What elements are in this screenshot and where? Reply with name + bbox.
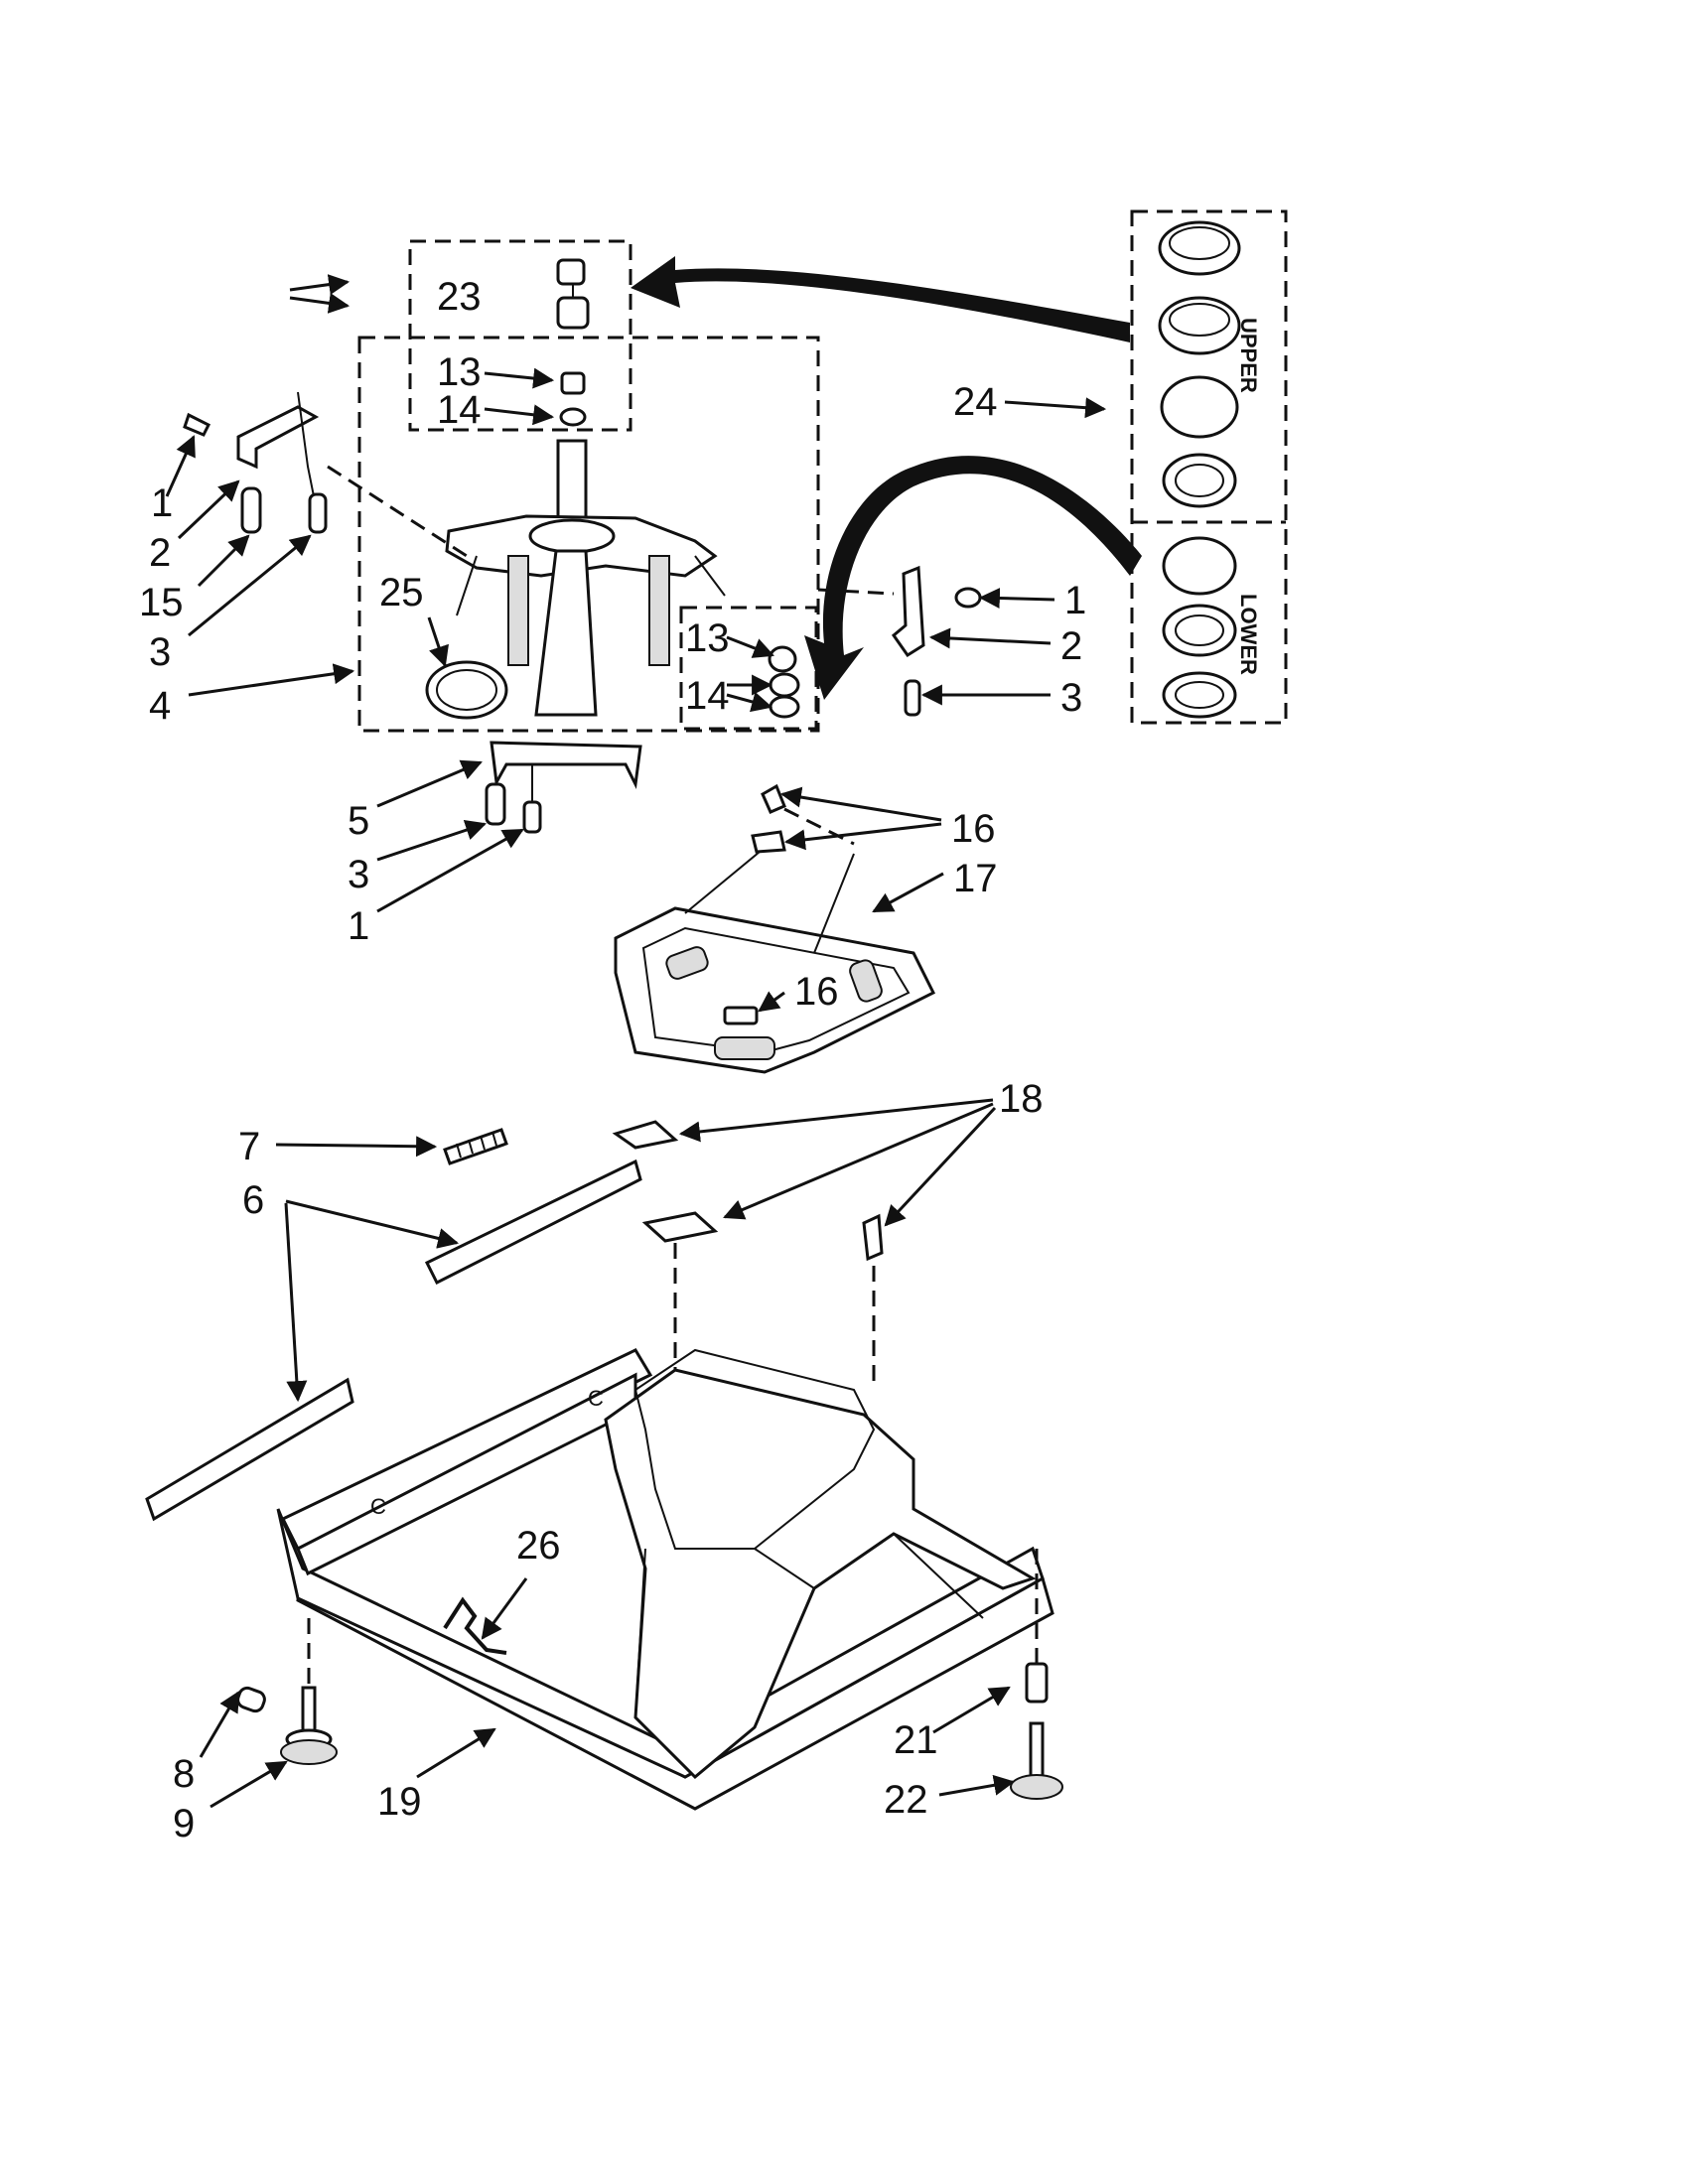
callout-14-upper: 14: [437, 388, 482, 432]
callout-3-lower: 3: [348, 853, 369, 896]
callout-5: 5: [348, 799, 369, 843]
callout-18: 18: [999, 1077, 1044, 1121]
tub-bumper-18a: [612, 1120, 679, 1150]
bracket-6-upper: [424, 1159, 642, 1286]
gearcase-assembly: [445, 439, 726, 717]
upper-bearing-stack: [556, 258, 590, 427]
callout-16-upper: 16: [951, 807, 996, 851]
lower-label: LOWER: [1236, 594, 1261, 675]
callout-17: 17: [953, 857, 998, 900]
callout-2-right: 2: [1060, 624, 1082, 668]
lower-bearing-box: [679, 606, 818, 731]
callout-1-right: 1: [1064, 579, 1086, 622]
callout-22: 22: [884, 1778, 928, 1822]
frame-letter-c-a: C: [588, 1386, 604, 1411]
callout-3-right: 3: [1060, 676, 1082, 720]
lower-kit-arrow: [804, 456, 1142, 700]
callout-24: 24: [953, 380, 998, 424]
right-bracket-parts: [817, 565, 982, 717]
tub-support-17: [614, 906, 936, 1074]
callout-labels: 23 13 14 1 2 15 3 4 25 13 14 24 1 2 3 5 …: [139, 275, 1086, 1845]
callout-1-lower: 1: [348, 904, 369, 948]
left-bracket-parts: [183, 391, 468, 558]
callout-1-left: 1: [151, 481, 173, 525]
callout-14-lower: 14: [685, 674, 730, 718]
tub-support-clip-a: [761, 783, 786, 814]
callout-4: 4: [149, 684, 171, 728]
callout-19: 19: [377, 1780, 422, 1824]
callout-26: 26: [516, 1524, 561, 1568]
callout-8: 8: [173, 1752, 195, 1796]
upper-kit-arrow: [631, 256, 1130, 342]
tub-bumper-18c: [862, 1213, 884, 1262]
tub-bumper-18b: [641, 1211, 719, 1243]
callout-2-left: 2: [149, 531, 171, 575]
callout-13-lower: 13: [685, 616, 730, 660]
lower-bracket-parts: [485, 741, 642, 834]
bearing-kit-inset: [1130, 209, 1288, 725]
tub-support-clip-b: [751, 830, 786, 854]
lower-bearing-stack: [768, 645, 800, 719]
lower-kit-rings: [1162, 536, 1237, 719]
callout-13-upper: 13: [437, 350, 482, 394]
frame-letter-c-b: C: [370, 1494, 386, 1519]
tub-support-clip-c: [723, 1006, 759, 1025]
upper-bearing-box: [408, 239, 632, 432]
leveling-leg-left: [236, 1618, 338, 1765]
base-frame-19: [276, 1348, 1054, 1811]
gearcase-box: [357, 336, 820, 733]
callout-25: 25: [379, 571, 424, 614]
spring-7: [443, 1128, 508, 1165]
upper-kit-rings: [1158, 220, 1241, 508]
callout-16-lower: 16: [794, 970, 839, 1014]
callout-21: 21: [894, 1718, 938, 1762]
callout-6: 6: [242, 1178, 264, 1222]
bracket-6-lower: [145, 1377, 354, 1522]
callout-23: 23: [437, 275, 482, 319]
callout-7: 7: [238, 1125, 260, 1168]
callout-9: 9: [173, 1802, 195, 1845]
upper-label: UPPER: [1236, 318, 1261, 393]
callout-15: 15: [139, 581, 184, 624]
leveling-leg-right: [1010, 1549, 1063, 1800]
wire-26: [443, 1596, 507, 1655]
callout-3-left: 3: [149, 630, 171, 674]
